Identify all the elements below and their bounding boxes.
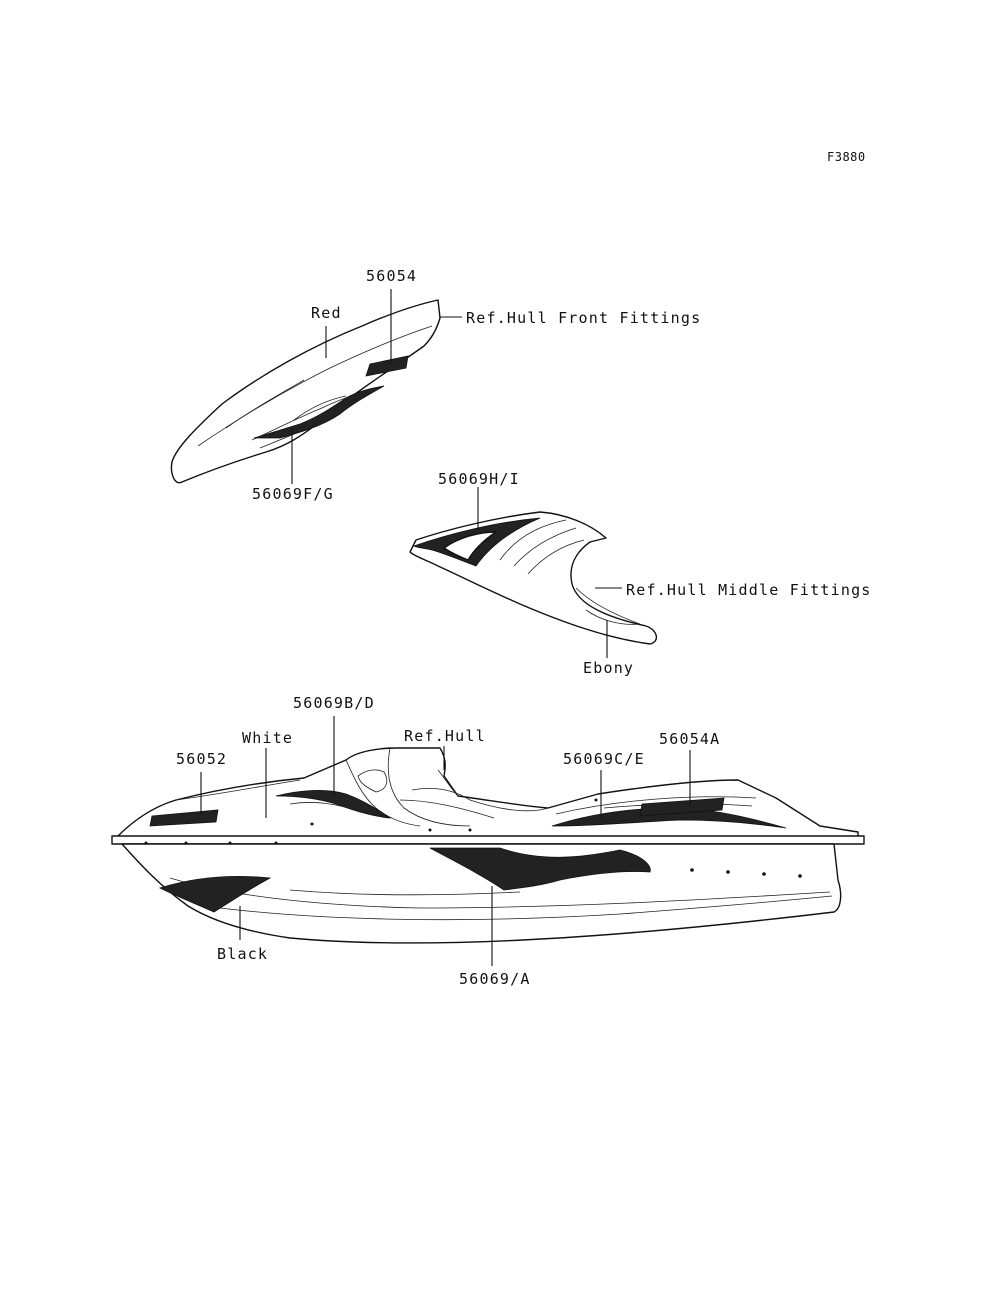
part-number-56069hi: 56069H/I	[438, 470, 520, 488]
part-number-56054: 56054	[366, 267, 417, 285]
ref-hull-middle-fittings: Ref.Hull Middle Fittings	[626, 581, 872, 599]
main-hull	[111, 747, 865, 944]
color-label-red: Red	[311, 304, 342, 322]
hull-front-cover	[170, 299, 441, 484]
part-number-56069bd: 56069B/D	[293, 694, 375, 712]
hull-middle-panel	[409, 511, 657, 645]
part-number-56052: 56052	[176, 750, 227, 768]
part-number-56054a: 56054A	[659, 730, 720, 748]
figure-code: F3880	[827, 150, 866, 164]
ref-hull: Ref.Hull	[404, 727, 486, 745]
part-number-56069ce: 56069C/E	[563, 750, 645, 768]
color-label-black: Black	[217, 945, 268, 963]
part-number-56069fg: 56069F/G	[252, 485, 334, 503]
color-label-ebony: Ebony	[583, 659, 634, 677]
color-label-white: White	[242, 729, 293, 747]
part-number-56069a: 56069/A	[459, 970, 531, 988]
ref-hull-front-fittings: Ref.Hull Front Fittings	[466, 309, 701, 327]
